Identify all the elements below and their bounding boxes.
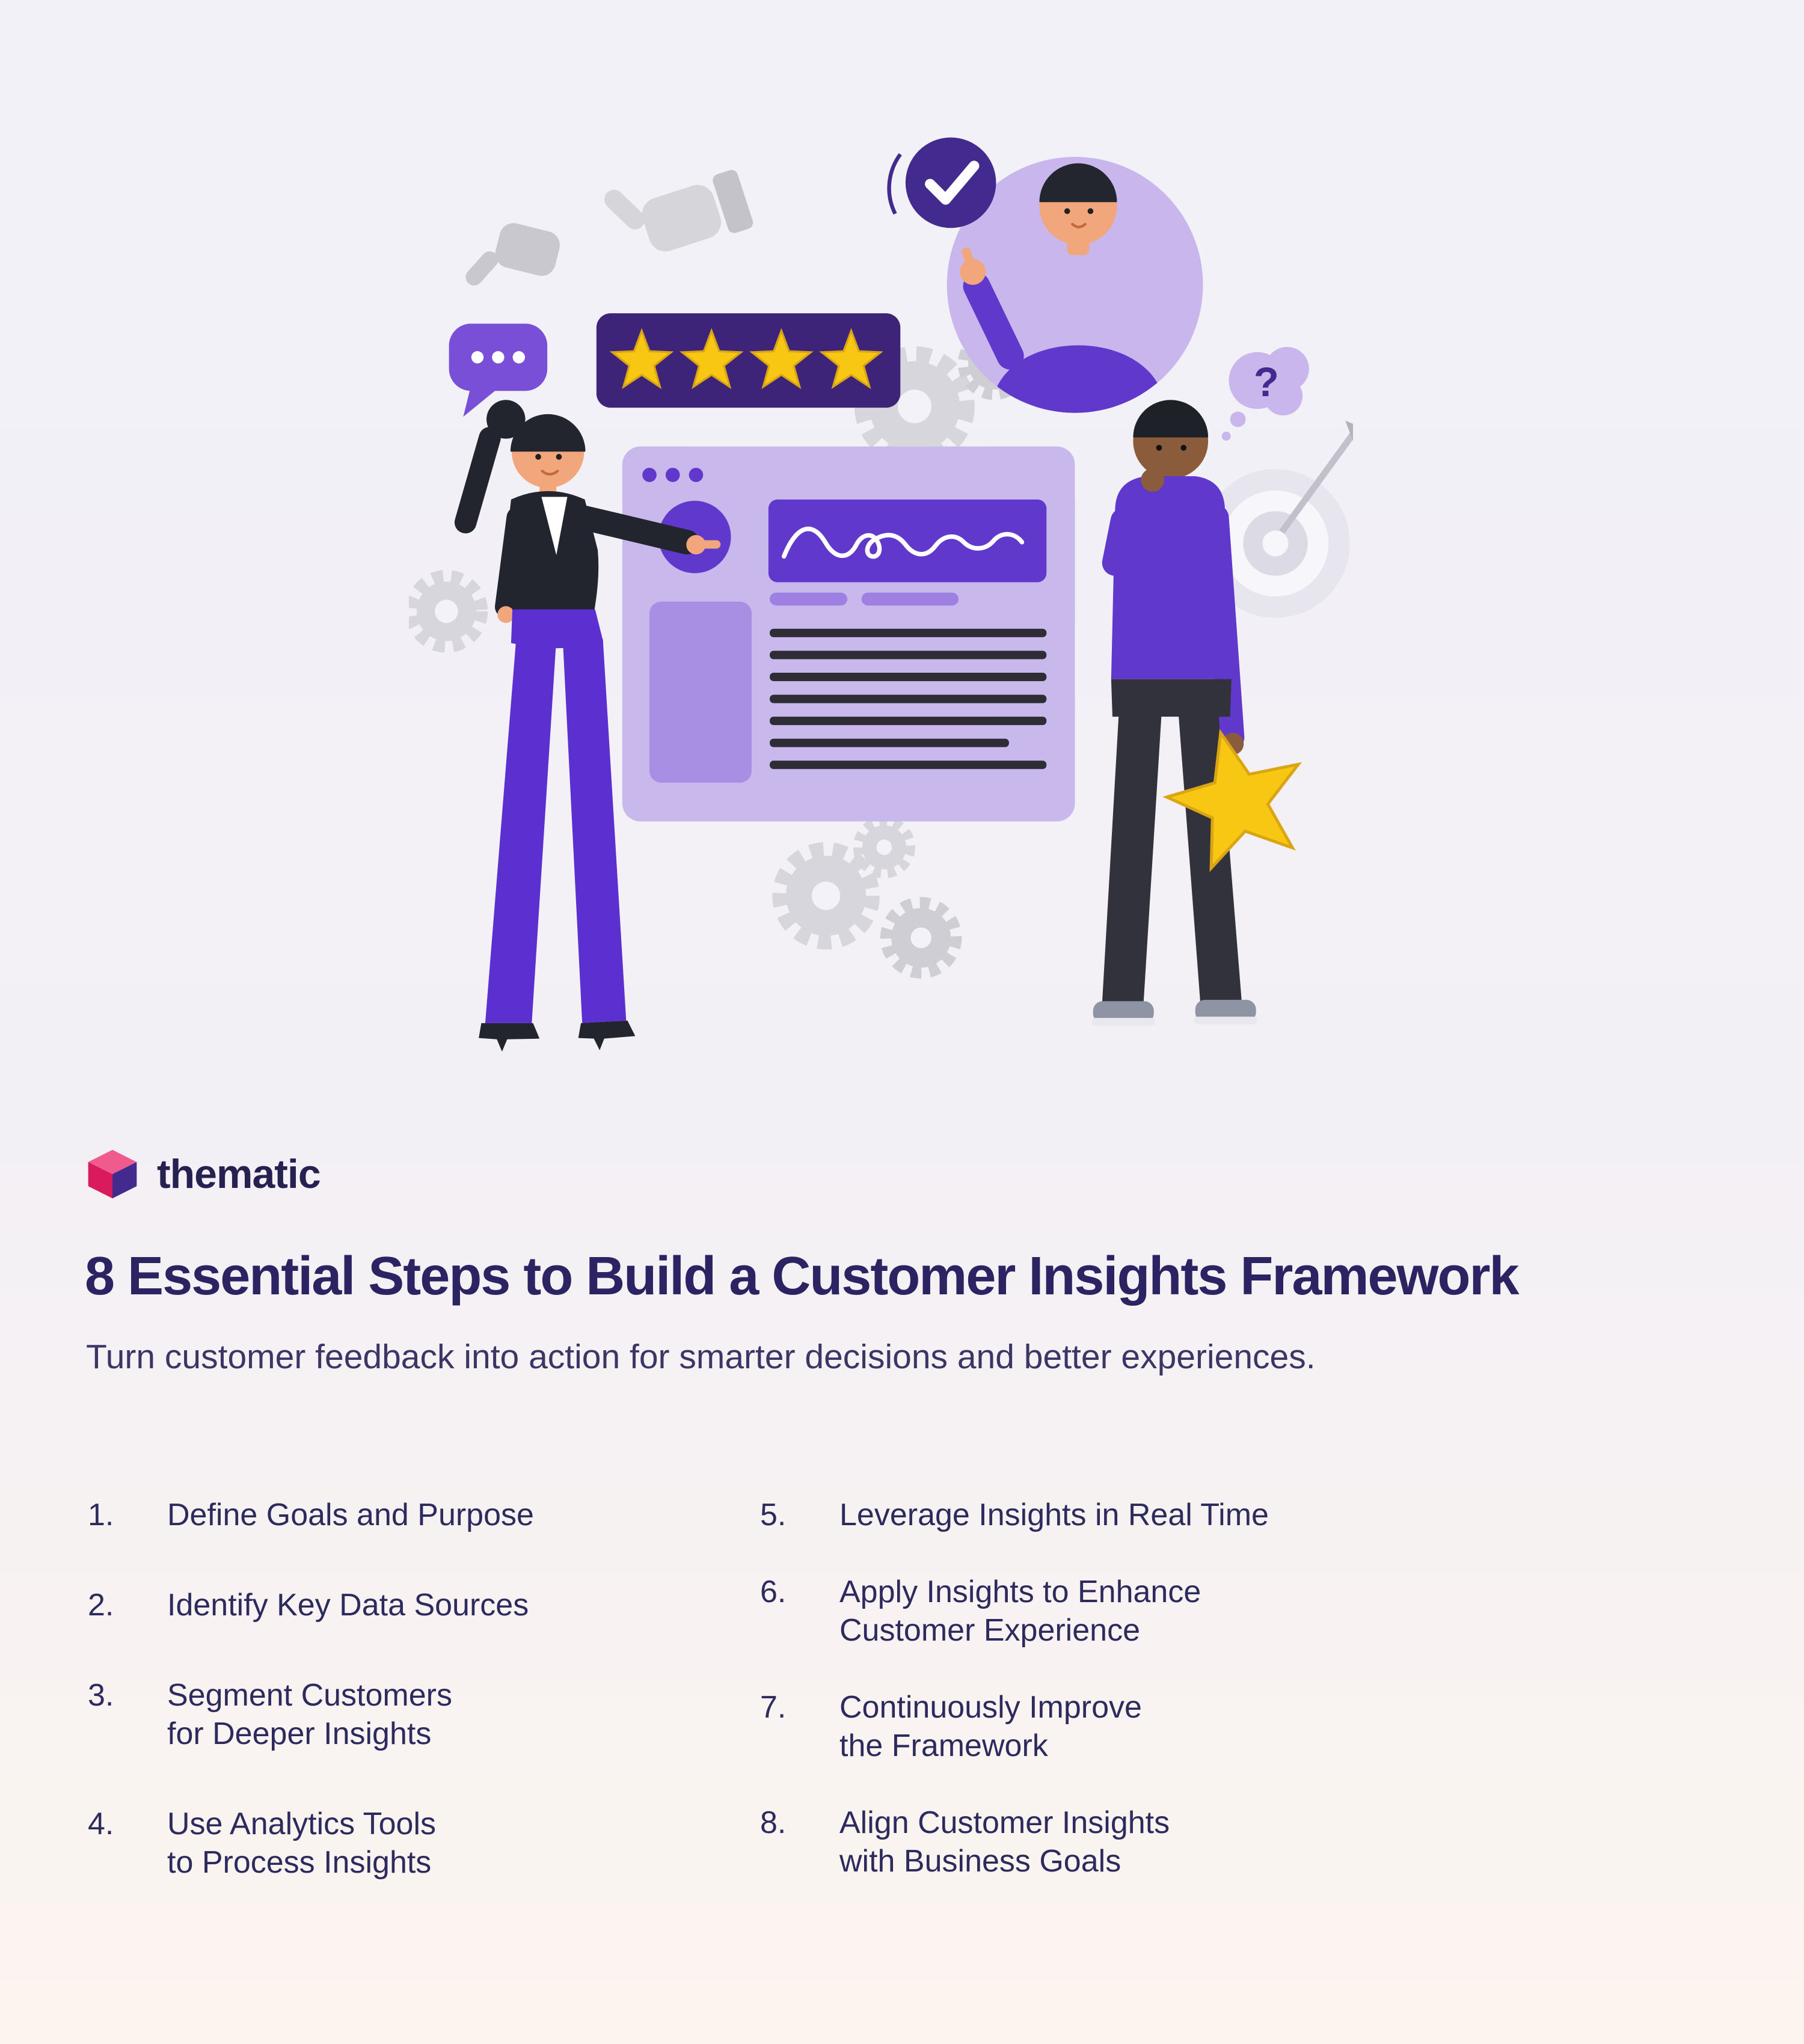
step-item-5: 5. Leverage Insights in Real Time xyxy=(760,1496,1269,1534)
step-item-4: 4. Use Analytics Tools to Process Insigh… xyxy=(88,1805,760,1882)
step-item-1: 1. Define Goals and Purpose xyxy=(88,1496,760,1534)
steps-column-left: 1. Define Goals and Purpose 2. Identify … xyxy=(88,1496,760,1882)
step-number: 6. xyxy=(760,1574,787,1609)
step-item-8: 8. Align Customer Insights with Business… xyxy=(760,1804,1269,1880)
step-item-6: 6. Apply Insights to Enhance Customer Ex… xyxy=(760,1573,1269,1650)
question-bubble-icon: ? xyxy=(1221,347,1309,441)
brand-logo: thematic xyxy=(84,1145,321,1203)
question-mark: ? xyxy=(1254,359,1279,405)
step-label: Identify Key Data Sources xyxy=(167,1588,529,1623)
step-item-3: 3. Segment Customers for Deeper Insights xyxy=(88,1676,760,1753)
steps-column-right: 5. Leverage Insights in Real Time 6. App… xyxy=(760,1496,1269,1882)
step-number: 4. xyxy=(88,1807,114,1841)
thematic-logo-icon xyxy=(88,1149,137,1199)
step-label: Leverage Insights in Real Time xyxy=(839,1498,1269,1532)
dashboard-sidebar xyxy=(649,601,752,783)
target-icon xyxy=(1201,420,1353,618)
hero-illustration: ? xyxy=(409,137,1353,1052)
star-rating xyxy=(596,313,901,408)
step-number: 7. xyxy=(760,1690,787,1725)
step-label: Use Analytics Tools to Process Insights xyxy=(167,1807,437,1880)
step-number: 5. xyxy=(760,1498,787,1532)
browser-dashboard xyxy=(622,446,1075,822)
gear-icons xyxy=(409,327,1031,979)
woman-presenter xyxy=(454,400,721,1052)
thumbs-down-icon xyxy=(465,223,560,286)
chart-line xyxy=(781,526,1025,559)
page-subtitle: Turn customer feedback into action for s… xyxy=(86,1338,1316,1376)
speech-bubble-icon xyxy=(449,323,548,417)
dashboard-text-lines xyxy=(770,628,1047,770)
check-badge-icon xyxy=(887,137,996,228)
brand-name: thematic xyxy=(157,1151,321,1197)
step-number: 2. xyxy=(88,1588,114,1623)
thumbs-up-icon xyxy=(604,170,753,252)
step-label: Segment Customers for Deeper Insights xyxy=(167,1678,452,1751)
step-number: 8. xyxy=(760,1805,787,1840)
step-label: Align Customer Insights with Business Go… xyxy=(839,1805,1170,1879)
step-item-2: 2. Identify Key Data Sources xyxy=(88,1586,760,1624)
step-number: 3. xyxy=(88,1678,114,1713)
steps-list: 1. Define Goals and Purpose 2. Identify … xyxy=(88,1496,1269,1882)
avatar-thumbs-up-man xyxy=(887,137,1203,413)
window-dots-icon xyxy=(642,468,704,482)
step-label: Apply Insights to Enhance Customer Exper… xyxy=(839,1574,1201,1648)
step-number: 1. xyxy=(88,1498,114,1532)
step-item-7: 7. Continuously Improve the Framework xyxy=(760,1688,1269,1765)
page-title: 8 Essential Steps to Build a Customer In… xyxy=(85,1246,1520,1306)
step-label: Continuously Improve the Framework xyxy=(839,1690,1142,1763)
step-label: Define Goals and Purpose xyxy=(167,1498,534,1532)
dashboard-chart xyxy=(768,499,1047,583)
